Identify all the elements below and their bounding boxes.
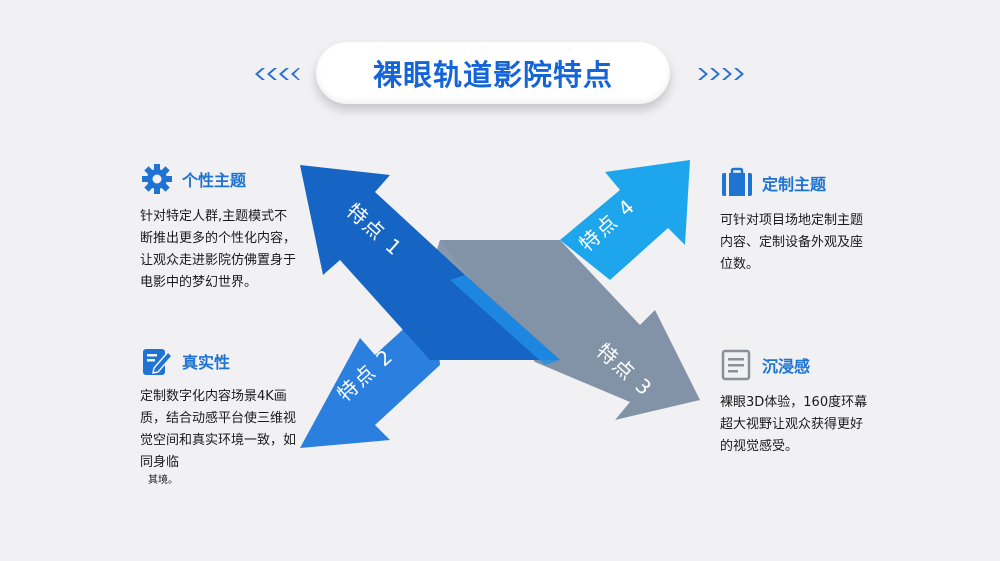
page-title: 裸眼轨道影院特点 bbox=[372, 58, 613, 92]
feature-custom-theme: 定制主题 可针对项目场地定制主题内容、定制设备外观及座位数。 bbox=[720, 166, 870, 276]
feature-personal-theme: 个性主题 针对特定人群,主题模式不断推出更多的个性化内容，让观众走进影院仿佛置身… bbox=[140, 162, 300, 294]
feature-description-note: 其境。 bbox=[148, 475, 178, 486]
edit-icon bbox=[143, 349, 174, 375]
title-banner: 裸眼轨道影院特点 bbox=[316, 42, 670, 104]
feature-description-text: 定制数字化内容场景4K画质，结合动感平台使三维视觉空间和真实环境一致，如同身临 bbox=[140, 389, 297, 470]
feature-description: 定制数字化内容场景4K画质，结合动感平台使三维视觉空间和真实环境一致，如同身临 … bbox=[140, 386, 298, 488]
feature-title: 沉浸感 bbox=[762, 357, 811, 376]
chevrons-right-icon bbox=[698, 68, 744, 80]
feature-title: 个性主题 bbox=[182, 171, 247, 190]
feature-title: 真实性 bbox=[182, 353, 231, 372]
briefcase-icon bbox=[722, 167, 752, 196]
feature-description: 裸眼3D体验，160度环幕超大视野让观众获得更好的视觉感受。 bbox=[720, 395, 868, 454]
document-icon bbox=[721, 349, 751, 381]
gear-icon bbox=[142, 164, 172, 194]
feature-immersion: 沉浸感 裸眼3D体验，160度环幕超大视野让观众获得更好的视觉感受。 bbox=[720, 348, 868, 458]
feature-description: 针对特定人群,主题模式不断推出更多的个性化内容，让观众走进影院仿佛置身于电影中的… bbox=[140, 209, 297, 290]
feature-title: 定制主题 bbox=[762, 175, 827, 194]
feature-x-diagram: 特点 4 特点 2 特点 3 特点 1 bbox=[300, 160, 700, 448]
feature-description: 可针对项目场地定制主题内容、定制设备外观及座位数。 bbox=[720, 213, 864, 272]
feature-realism: 真实性 定制数字化内容场景4K画质，结合动感平台使三维视觉空间和真实环境一致，如… bbox=[140, 344, 298, 488]
chevrons-left-icon bbox=[255, 68, 300, 80]
